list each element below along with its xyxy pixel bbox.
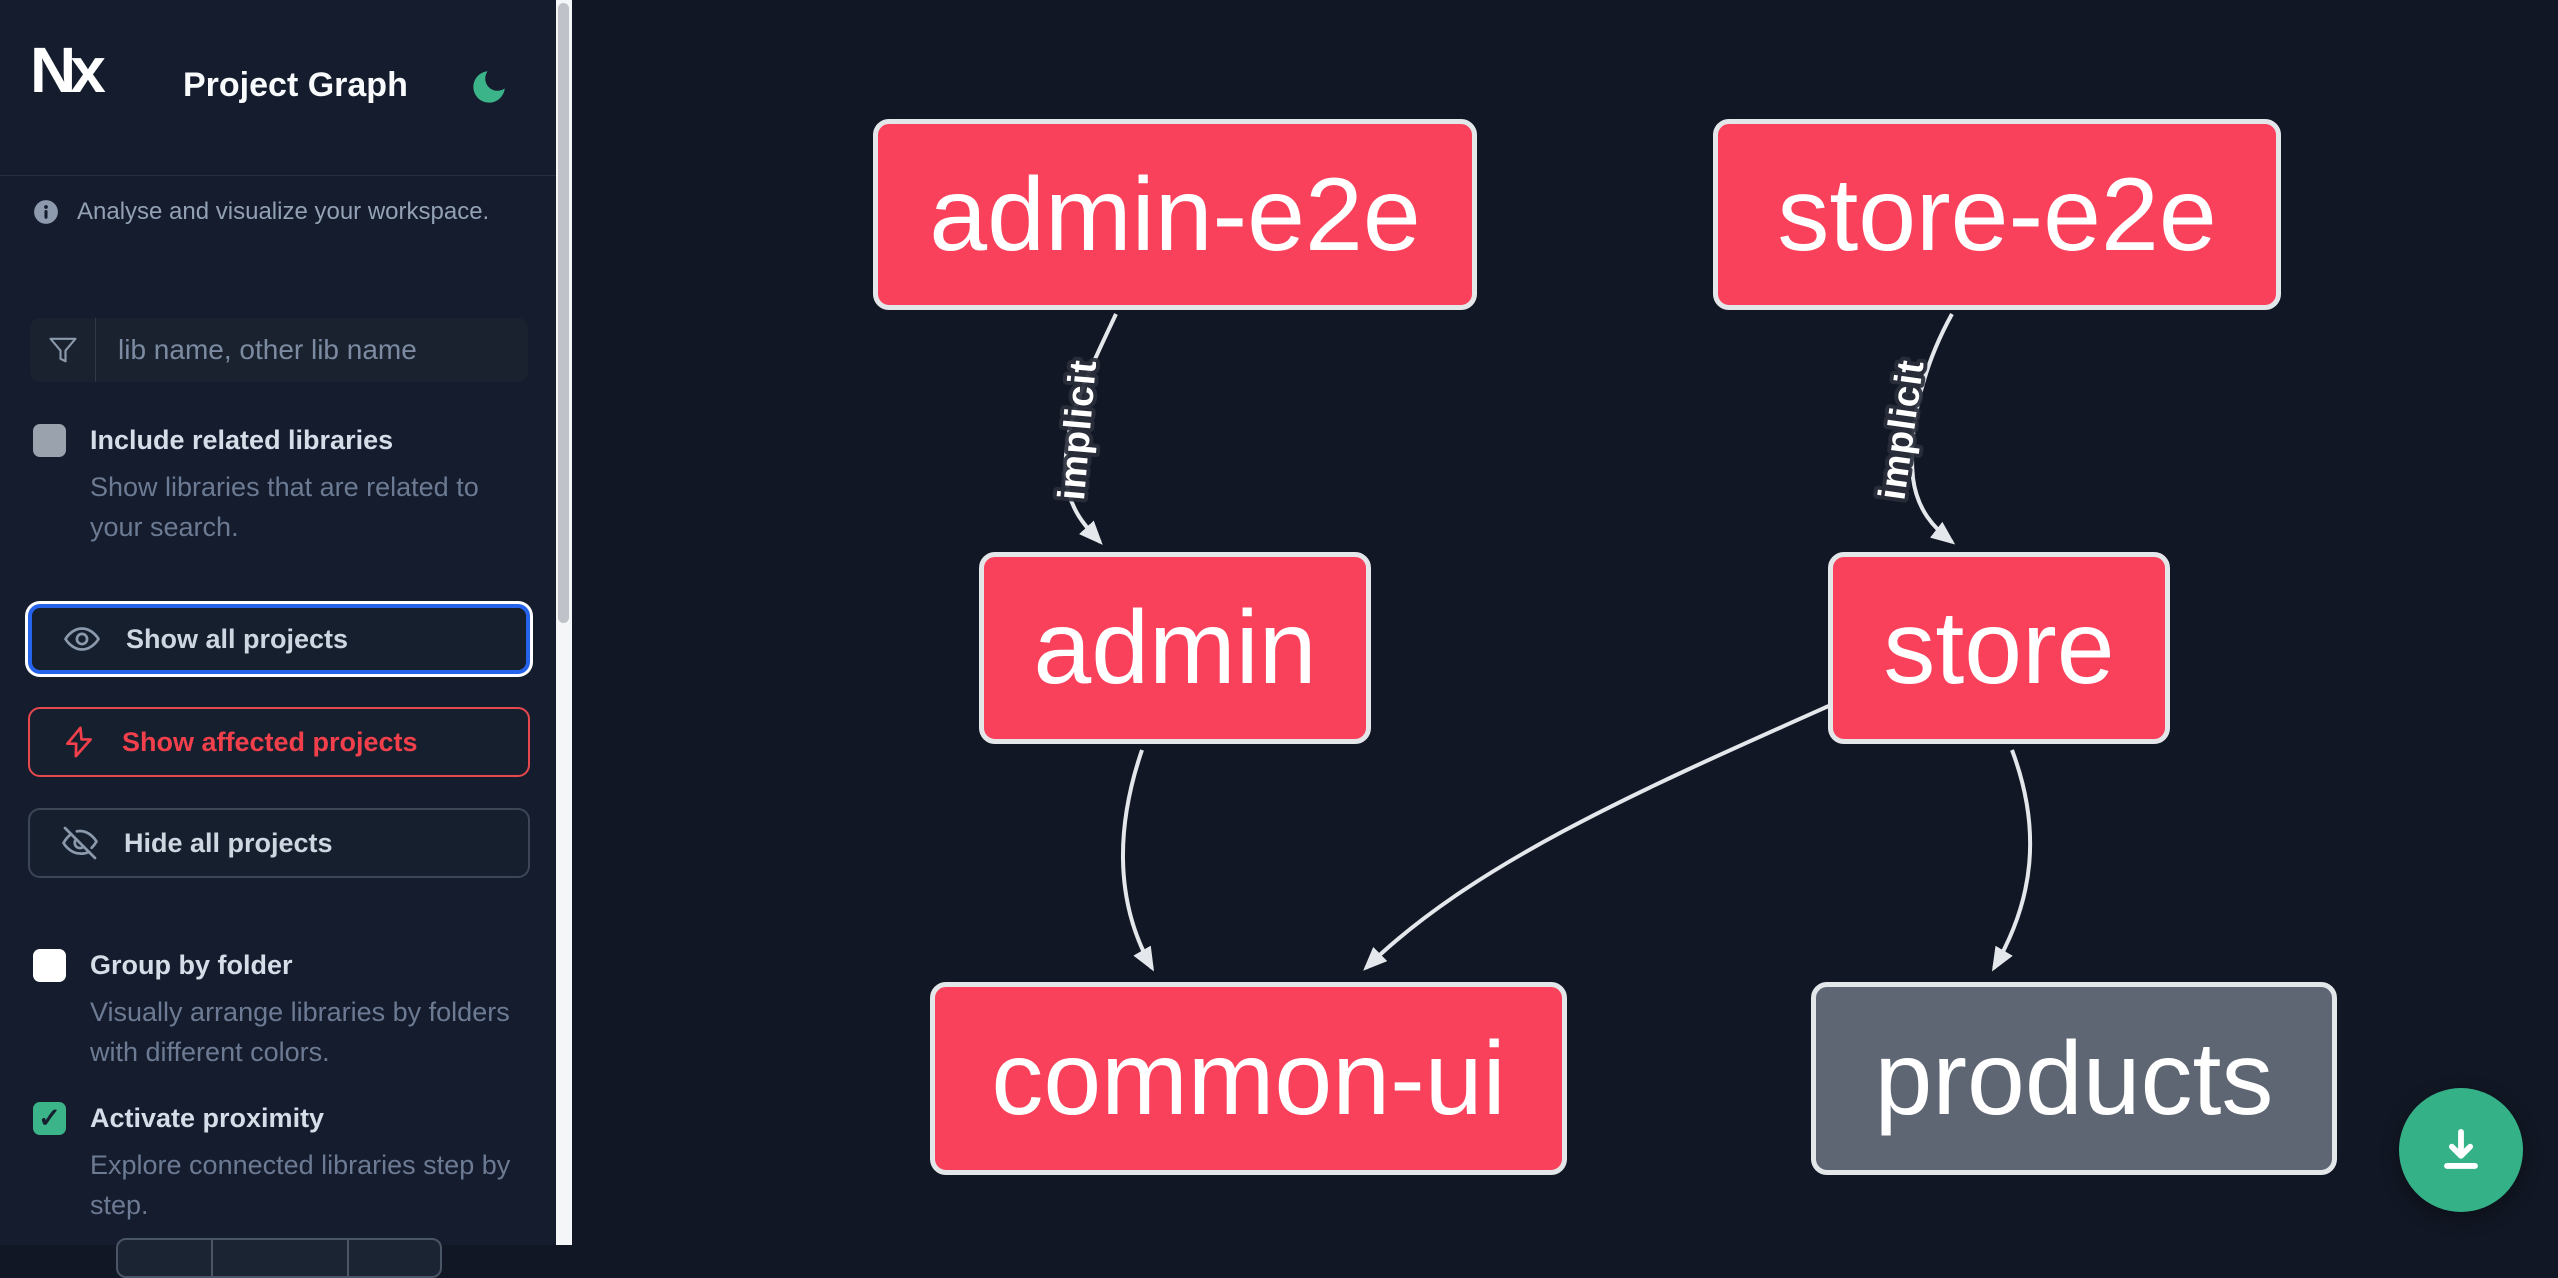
info-icon [34,200,58,224]
eye-icon [64,627,100,651]
edge-admin-to-common-ui [1121,749,1154,972]
show-affected-projects-button[interactable]: Show affected projects [28,707,530,777]
sidebar-scrollbar-track[interactable] [556,0,572,1245]
stepper-increment[interactable] [347,1240,440,1276]
tagline-text: Analyse and visualize your workspace. [77,198,490,225]
include-related-row: Include related libraries Show libraries… [33,422,533,547]
graph-canvas[interactable]: implicit implicit admin-e2e store-e2e ad… [572,0,2558,1245]
sidebar-header: Nx Project Graph [0,0,556,176]
tagline-row: Analyse and visualize your workspace. [33,198,489,226]
show-all-projects-label: Show all projects [126,623,349,654]
download-icon [2444,1128,2478,1169]
node-label: store [1883,590,2115,706]
hide-all-projects-label: Hide all projects [124,827,333,858]
activate-proximity-checkbox[interactable]: ✓ [33,1102,66,1135]
checkmark-icon: ✓ [38,1103,61,1133]
group-by-folder-label: Group by folder [90,950,293,980]
activate-proximity-description: Explore connected libraries step by step… [90,1150,511,1220]
edge-label-implicit-store: implicit [1871,357,1932,503]
edge-store-e2e-to-store [1910,313,1956,545]
download-image-button[interactable] [2399,1088,2523,1212]
show-all-projects-button[interactable]: Show all projects [28,604,530,674]
graph-node-admin[interactable]: admin [979,552,1371,744]
graph-node-store[interactable]: store [1828,552,2170,744]
bolt-icon [66,726,92,758]
activate-proximity-row: ✓ Activate proximity Explore connected l… [33,1100,533,1225]
node-label: admin [1033,590,1317,706]
node-label: products [1874,1020,2274,1137]
funnel-icon [30,318,96,382]
hide-all-projects-button[interactable]: Hide all projects [28,808,530,878]
group-by-folder-checkbox[interactable] [33,949,66,982]
activate-proximity-label: Activate proximity [90,1103,325,1133]
graph-node-admin-e2e[interactable]: admin-e2e [873,119,1477,310]
page-title: Project Graph [183,66,408,104]
proximity-stepper-partial[interactable] [116,1238,442,1278]
stepper-decrement[interactable] [118,1240,211,1276]
edges-layer: implicit implicit [1047,313,2033,972]
node-label: common-ui [991,1020,1506,1137]
group-by-folder-description: Visually arrange libraries by folders wi… [90,997,510,1067]
filter-box [30,318,528,382]
node-label: store-e2e [1777,156,2217,273]
nx-logo: Nx [30,34,106,106]
graph-node-products[interactable]: products [1811,982,2337,1175]
edge-label-implicit-admin: implicit [1051,358,1105,502]
edge-admin-e2e-to-admin [1063,313,1118,545]
sidebar: Nx Project Graph Analyse and visualize y… [0,0,556,1278]
filter-input[interactable] [96,318,528,382]
graph-node-common-ui[interactable]: common-ui [930,982,1567,1175]
include-related-label: Include related libraries [90,425,394,455]
group-by-folder-row: Group by folder Visually arrange librari… [33,947,533,1072]
edge-store-to-common-ui [1363,703,1832,971]
edge-store-to-products [1991,749,2033,972]
stepper-value [210,1240,347,1276]
moon-icon[interactable] [468,66,510,108]
include-related-checkbox[interactable] [33,424,66,457]
sidebar-scrollbar-thumb[interactable] [558,3,569,623]
eye-off-icon [62,826,98,860]
show-affected-projects-label: Show affected projects [122,726,418,757]
graph-node-store-e2e[interactable]: store-e2e [1713,119,2281,310]
include-related-description: Show libraries that are related to your … [90,472,479,542]
node-label: admin-e2e [929,156,1421,273]
